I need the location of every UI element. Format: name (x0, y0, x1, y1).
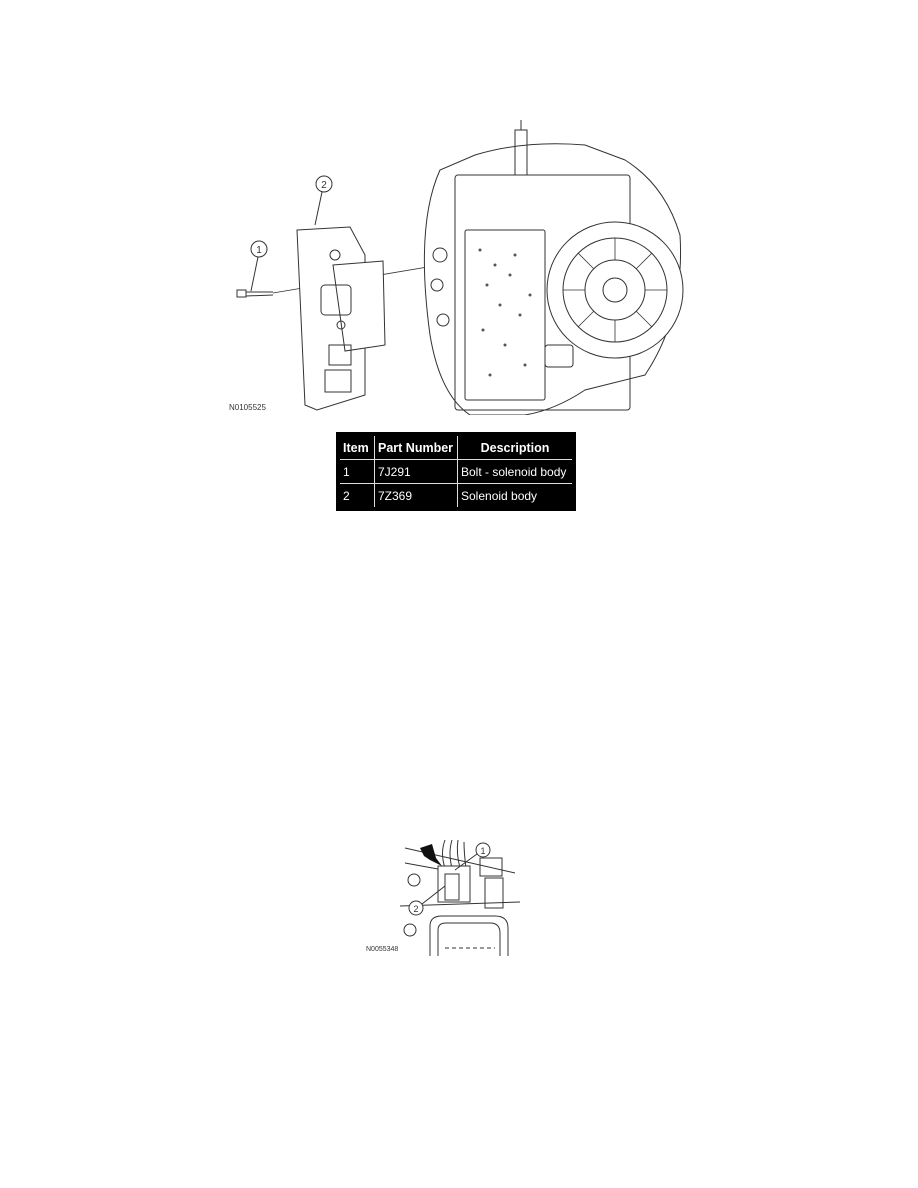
cell-item: 2 (338, 483, 375, 509)
header-description: Description (457, 434, 574, 460)
callout-2: 2 (321, 180, 327, 191)
callout-1: 1 (480, 846, 485, 856)
solenoid-body-exploded-illustration: 2 1 (225, 115, 695, 415)
cell-description: Bolt - solenoid body (457, 459, 574, 484)
pointer-arrow-icon (420, 844, 442, 866)
callout-1: 1 (256, 245, 262, 256)
cell-part-number: 7Z369 (374, 483, 458, 509)
table-header-row: Item Part Number Description (338, 434, 574, 460)
table-row: 2 7Z369 Solenoid body (338, 483, 574, 509)
figure-id-label: N0105525 (229, 403, 266, 412)
parts-table: Item Part Number Description 1 7J291 Bol… (336, 432, 576, 511)
cell-description: Solenoid body (457, 483, 574, 509)
header-item: Item (338, 434, 375, 460)
cell-item: 1 (338, 459, 375, 484)
connector-detail-illustration: 1 2 (400, 838, 520, 956)
callout-2: 2 (413, 904, 418, 914)
transaxle-line-drawing: 2 1 (236, 120, 684, 415)
connector-line-drawing: 1 2 (400, 839, 520, 956)
table-row: 1 7J291 Bolt - solenoid body (338, 459, 574, 484)
figure-id-label: N0055348 (366, 946, 399, 953)
cell-part-number: 7J291 (374, 459, 458, 484)
header-part-number: Part Number (374, 434, 458, 460)
